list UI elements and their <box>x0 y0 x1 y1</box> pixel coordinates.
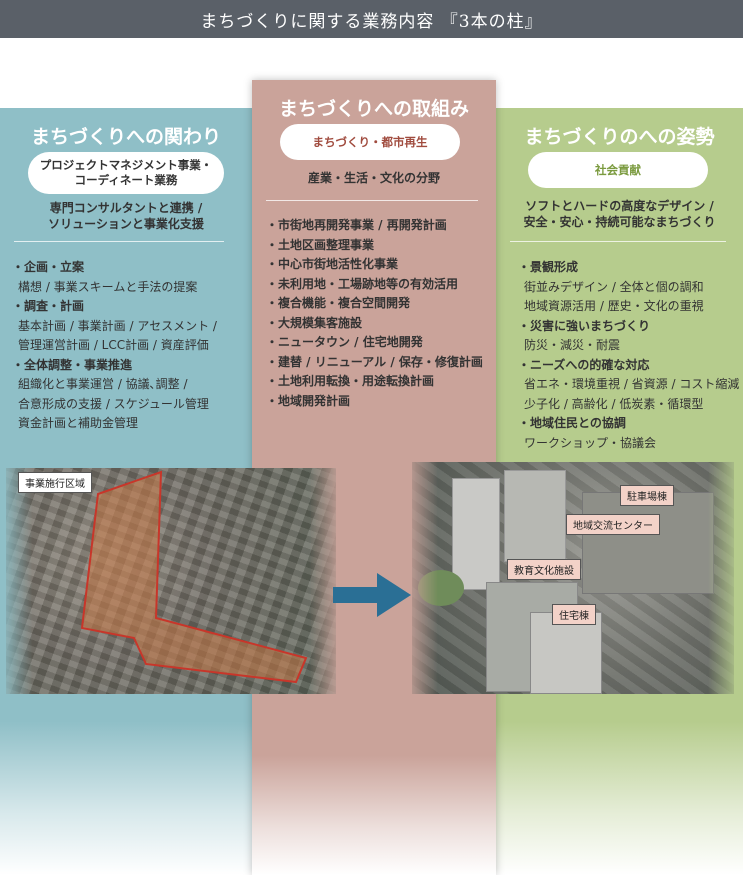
stance-pill: 社会貢献 <box>528 152 708 188</box>
initiatives-pill-text: まちづくり・都市再生 <box>312 134 428 149</box>
involvement-list: ・企画・立案 構想 / 事業スキームと手法の提案 ・調査・計画 基本計画 / 事… <box>12 258 248 434</box>
list-item: ・地域開発計画 <box>266 393 351 408</box>
initiatives-list: ・市街地再開発事業 / 再開発計画 ・土地区画整理事業 ・中心市街地活性化事業 … <box>266 216 494 411</box>
stance-pill-text: 社会貢献 <box>595 162 641 177</box>
list-item: ワークショップ・協議会 <box>524 435 657 450</box>
page-title: まちづくりに関する業務内容 『3本の柱』 <box>200 11 543 32</box>
list-item: 地域資源活用 / 歴史・文化の重視 <box>524 299 704 313</box>
building <box>504 470 566 562</box>
stance-list: ・景観形成 街並みデザイン / 全体と個の調和 地域資源活用 / 歴史・文化の重… <box>518 258 740 453</box>
list-item-head: ・全体調整・事業推進 <box>12 357 133 372</box>
building <box>582 492 714 594</box>
list-item: ・複合機能・複合空間開発 <box>266 296 411 310</box>
involvement-pill: プロジェクトマネジメント事業・ コーディネート業務 <box>28 152 224 194</box>
project-area-outline <box>80 470 308 684</box>
label-project-area: 事業施行区域 <box>18 472 92 493</box>
list-item: ・未利用地・工場跡地等の有効活用 <box>266 276 459 291</box>
label-parking: 駐車場棟 <box>620 485 674 506</box>
list-item: ・土地区画整理事業 <box>266 237 375 252</box>
list-item-head: ・企画・立案 <box>12 260 85 274</box>
list-item-head: ・ニーズへの的確な対応 <box>518 357 650 372</box>
initiatives-subtext: 産業・生活・文化の分野 <box>307 171 440 185</box>
list-item: ・建替 / リニューアル / 保存・修復計画 <box>266 354 483 369</box>
stance-subtext: ソフトとハードの高度なデザイン / 安全・安心・持続可能なまちづくり <box>496 198 743 230</box>
list-item: 防災・減災・耐震 <box>524 338 621 352</box>
list-item: ・中心市街地活性化事業 <box>266 257 399 271</box>
list-item-head: ・景観形成 <box>518 260 579 274</box>
list-item-head: ・災害に強いまちづくり <box>518 318 651 333</box>
stance-divider <box>510 241 726 242</box>
list-item: 管理運営計画 / LCC計画 / 資産評価 <box>18 338 209 352</box>
list-item: 少子化 / 高齢化 / 低炭素・循環型 <box>524 396 704 411</box>
involvement-subtext: 専門コンサルタントと連携 / ソリューションと事業化支援 <box>0 200 252 232</box>
list-item: 構想 / 事業スキームと手法の提案 <box>18 279 198 294</box>
building <box>530 612 602 694</box>
tree <box>418 570 464 606</box>
involvement-subtext-line-2: ソリューションと事業化支援 <box>48 217 204 231</box>
list-item: ・ニュータウン / 住宅地開発 <box>266 335 423 349</box>
initiatives-divider <box>266 200 478 201</box>
label-community-center: 地域交流センター <box>566 514 660 535</box>
involvement-pill-line-2: コーディネート業務 <box>74 173 178 187</box>
label-education: 教育文化施設 <box>507 559 581 580</box>
arrow-right-icon <box>333 573 411 617</box>
list-item: ・土地利用転換・用途転換計画 <box>266 374 435 388</box>
involvement-pill-line-1: プロジェクトマネジメント事業・ <box>39 158 213 172</box>
involvement-subtext-line-1: 専門コンサルタントと連携 / <box>49 201 203 215</box>
list-item: 組織化と事業運営 / 協議､調整 / <box>18 377 188 391</box>
list-item-head: ・地域住民との協調 <box>518 416 626 430</box>
list-item: 省エネ・環境重視 / 省資源 / コスト縮減 <box>524 377 740 391</box>
list-item: ・大規模集客施設 <box>266 315 363 330</box>
list-item: 合意形成の支援 / スケジュール管理 <box>18 396 209 411</box>
stance-subtext-line-1: ソフトとハードの高度なデザイン / <box>525 199 714 213</box>
page-header: まちづくりに関する業務内容 『3本の柱』 <box>0 0 743 38</box>
stance-title: まちづくりのへの姿勢 <box>524 126 715 148</box>
initiatives-pill: まちづくり・都市再生 <box>280 124 460 160</box>
list-item: 資金計画と補助金管理 <box>18 416 139 430</box>
label-housing: 住宅棟 <box>552 604 596 625</box>
list-item-head: ・調査・計画 <box>12 299 85 313</box>
building <box>452 478 500 590</box>
stance-subtext-line-2: 安全・安心・持続可能なまちづくり <box>523 215 716 229</box>
list-item: 街並みデザイン / 全体と個の調和 <box>524 279 704 294</box>
involvement-divider <box>14 241 224 242</box>
involvement-title: まちづくりへの関わり <box>30 126 221 148</box>
initiatives-title: まちづくりへの取組み <box>278 98 469 120</box>
aerial-photo-before <box>6 468 336 694</box>
list-item: ・市街地再開発事業 / 再開発計画 <box>266 218 447 232</box>
list-item: 基本計画 / 事業計画 / アセスメント / <box>18 318 217 333</box>
